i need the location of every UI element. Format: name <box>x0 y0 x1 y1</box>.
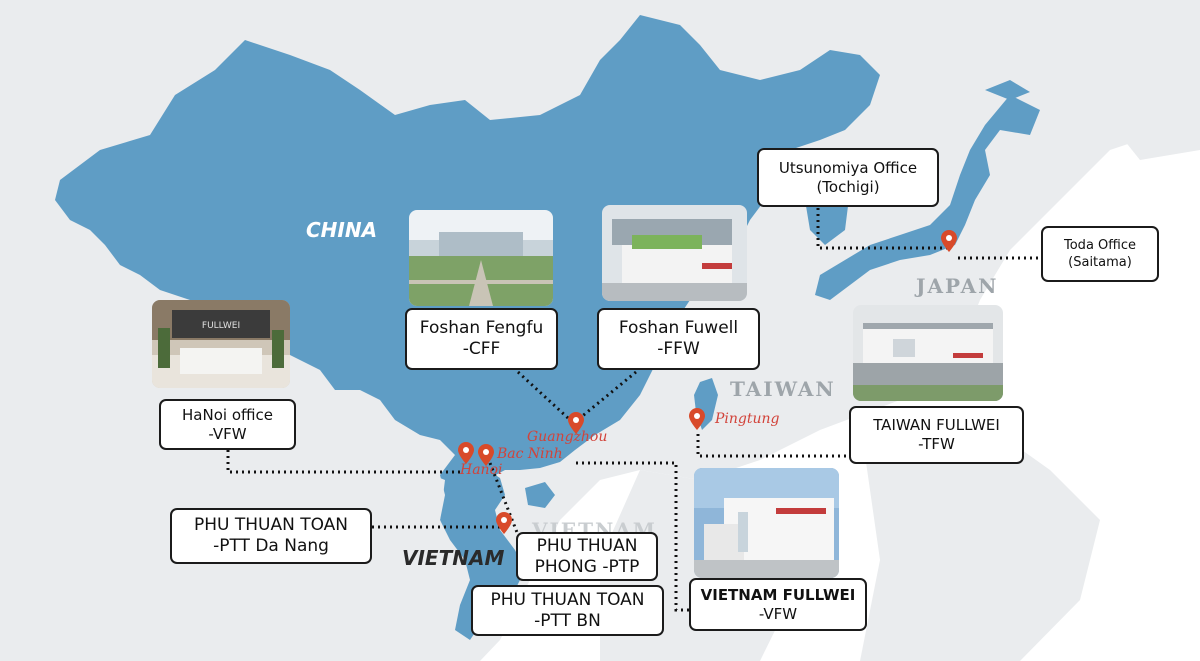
office-code: -CFF <box>462 339 501 359</box>
office-box-utsunomiya[interactable]: Utsunomiya Office (Tochigi) <box>757 148 939 207</box>
pin-icon-da-nang[interactable] <box>496 512 512 534</box>
office-code: -FFW <box>657 339 700 359</box>
office-code: -VFW <box>758 604 798 623</box>
hainan-landmass <box>525 482 555 508</box>
office-name: TAIWAN FULLWEI <box>873 416 1000 434</box>
office-name: Utsunomiya Office <box>778 158 918 177</box>
taiwan-fullwei-photo <box>853 305 1003 401</box>
office-code: (Tochigi) <box>816 177 880 196</box>
office-name: PHU THUAN TOAN <box>193 515 349 535</box>
pin-icon-hanoi[interactable] <box>458 442 474 464</box>
office-code: (Saitama) <box>1068 255 1132 270</box>
hanoi-office-photo: FULLWEI <box>152 300 290 388</box>
country-label-taiwan: TAIWAN <box>730 377 836 401</box>
office-name: Foshan Fengfu <box>419 318 544 338</box>
country-label-japan: JAPAN <box>916 274 999 298</box>
office-box-vietnam-fullwei[interactable]: VIETNAM FULLWEI -VFW <box>689 578 867 631</box>
japan-landmass <box>815 95 1040 300</box>
office-code: -VFW <box>208 424 247 443</box>
country-label-china: CHINA <box>306 218 378 242</box>
office-name: HaNoi office <box>182 405 273 424</box>
foshan-fengfu-photo <box>409 210 553 306</box>
office-box-ptp[interactable]: PHU THUAN PHONG -PTP <box>516 532 658 581</box>
city-label-bac-ninh: Bac Ninh <box>497 446 563 462</box>
pin-icon-guangzhou[interactable] <box>568 412 584 434</box>
office-code: -PTT BN <box>534 610 601 631</box>
country-label-vietnam: VIETNAM <box>402 546 505 570</box>
city-label-pingtung: Pingtung <box>715 411 780 427</box>
vietnam-fullwei-photo <box>694 468 839 578</box>
pin-icon-bac-ninh[interactable] <box>478 444 494 466</box>
office-code: -PTT Da Nang <box>213 536 329 556</box>
office-code: PHONG -PTP <box>534 556 640 577</box>
office-name: Foshan Fuwell <box>618 318 739 338</box>
foshan-fuwell-photo <box>602 205 747 301</box>
city-label-hanoi: Hanoi <box>460 462 503 478</box>
office-code: -TFW <box>918 435 955 453</box>
office-box-ptt-bn[interactable]: PHU THUAN TOAN -PTT BN <box>471 585 664 636</box>
pin-icon-tochigi[interactable] <box>941 230 957 252</box>
city-label-guangzhou: Guangzhou <box>527 429 608 445</box>
office-name: PHU THUAN TOAN <box>490 589 645 610</box>
office-box-foshan-fengfu[interactable]: Foshan Fengfu -CFF <box>405 308 558 370</box>
office-name: PHU THUAN <box>536 535 638 556</box>
pin-icon-pingtung[interactable] <box>689 408 705 430</box>
office-box-hanoi[interactable]: HaNoi office -VFW <box>159 399 296 450</box>
office-name: Toda Office <box>1064 238 1136 253</box>
office-box-toda[interactable]: Toda Office (Saitama) <box>1041 226 1159 282</box>
connector-lines <box>226 208 1041 612</box>
office-box-foshan-fuwell[interactable]: Foshan Fuwell -FFW <box>597 308 760 370</box>
office-name: VIETNAM FULLWEI <box>700 585 856 604</box>
office-box-taiwan-fullwei[interactable]: TAIWAN FULLWEI -TFW <box>849 406 1024 464</box>
hanoi-photo-sign: FULLWEI <box>202 321 240 331</box>
office-box-ptt-da-nang[interactable]: PHU THUAN TOAN -PTT Da Nang <box>170 508 372 564</box>
